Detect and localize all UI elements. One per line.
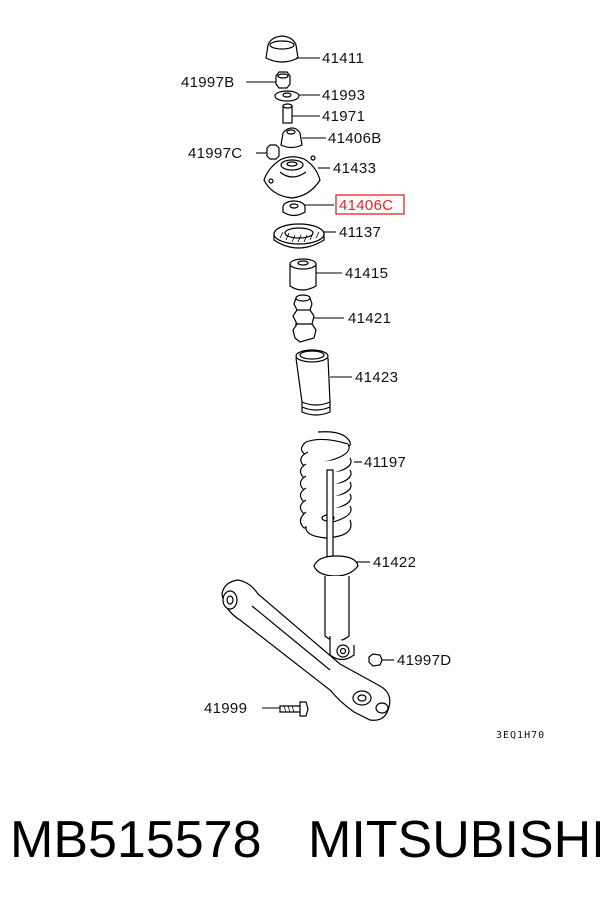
part-41999-bolt xyxy=(279,701,309,717)
part-41993-washer xyxy=(274,90,300,102)
label-41406B: 41406B xyxy=(328,130,382,147)
label-41422: 41422 xyxy=(373,554,416,571)
label-41993: 41993 xyxy=(322,87,365,104)
part-41406C-bushing xyxy=(282,200,306,217)
part-41971-collar xyxy=(282,103,293,124)
part-41423-dust-cover xyxy=(295,349,331,416)
part-41406B-bushing xyxy=(280,127,303,149)
part-number: MB515578 xyxy=(10,811,262,869)
label-41406C: 41406C xyxy=(339,197,393,214)
part-41411-cap xyxy=(265,35,299,63)
label-41997B: 41997B xyxy=(181,74,235,91)
part-41197-coil-spring xyxy=(299,431,352,539)
label-41433: 41433 xyxy=(333,160,376,177)
label-41137: 41137 xyxy=(339,224,381,241)
lower-arm xyxy=(221,579,391,721)
diagram-code: 3EQ1H70 xyxy=(496,730,545,741)
part-41997C-nut xyxy=(266,144,280,160)
label-41411: 41411 xyxy=(322,50,364,67)
label-41423: 41423 xyxy=(355,369,398,386)
part-41997B-nut xyxy=(275,71,291,89)
label-41197: 41197 xyxy=(364,454,406,471)
brand-name: MITSUBISHI xyxy=(308,811,600,869)
part-41422-shock-absorber xyxy=(313,469,359,661)
part-labels: 41411 41997B 41993 41971 41406B 41997C 4… xyxy=(181,50,545,741)
part-41415-seat xyxy=(289,258,317,291)
label-41971: 41971 xyxy=(322,108,365,125)
highlight-box xyxy=(335,194,405,215)
part-41433-strut-mount xyxy=(263,155,321,199)
label-41999: 41999 xyxy=(204,700,247,717)
label-41415: 41415 xyxy=(345,265,388,282)
label-41997C: 41997C xyxy=(188,145,242,162)
part-41421-bump-rubber xyxy=(292,294,317,343)
label-41421: 41421 xyxy=(348,310,391,327)
part-41997D-nut xyxy=(368,653,383,667)
part-41137-bearing xyxy=(273,223,325,249)
leader-lines xyxy=(246,57,394,709)
label-41997D: 41997D xyxy=(397,652,451,669)
